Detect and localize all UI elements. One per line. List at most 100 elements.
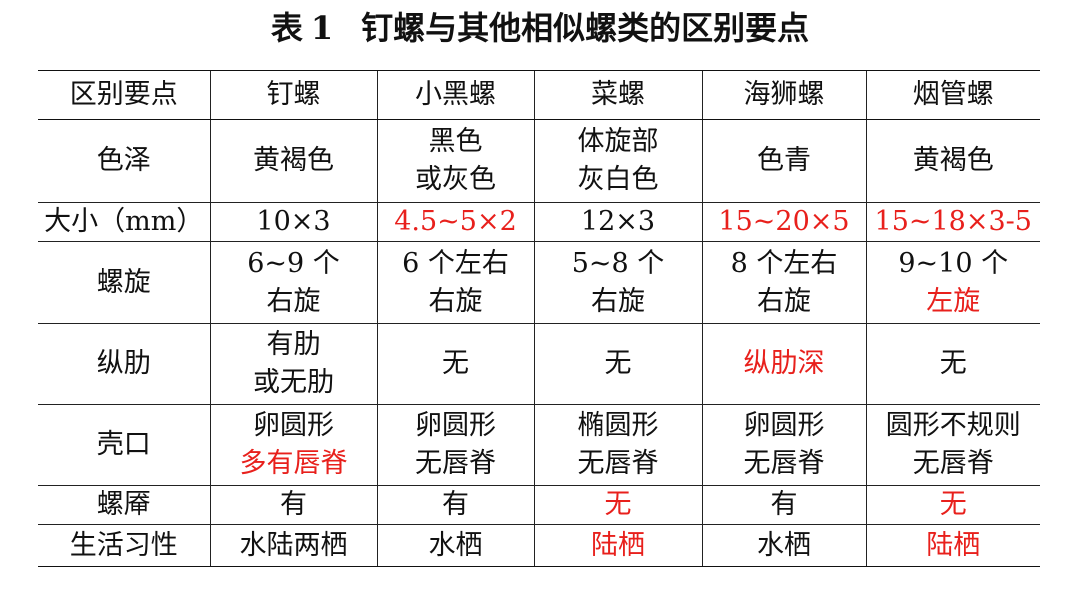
cell-line: 8 个左右: [730, 247, 838, 279]
cell-line: 卵圆形: [415, 410, 496, 441]
table-row: 大小（mm） 10×3 4.5~5×2 12×3 15~20×5 15~18×3…: [38, 202, 1040, 242]
cell-line: 有: [770, 489, 798, 520]
cell-line: 4.5~5×2: [394, 206, 517, 237]
table-cell: 6~9 个右旋: [209, 241, 377, 324]
cell-line: 无唇脊: [415, 448, 496, 479]
cell-line: 6~9 个: [247, 247, 340, 279]
table-cell: 水栖: [701, 524, 866, 567]
table-row: 纵肋 有肋或无肋 无 无 纵肋深 无: [38, 323, 1040, 405]
table-cell: 6 个左右右旋: [376, 241, 534, 324]
cell-line: 水栖: [757, 529, 811, 561]
table-row: 螺旋 6~9 个右旋 6 个左右右旋 5~8 个右旋 8 个左右右旋 9~10 …: [38, 241, 1040, 324]
cell-line: 或无肋: [253, 367, 334, 398]
cell-line: 圆形不规则: [885, 410, 1021, 441]
table-cell: 陆栖: [533, 524, 702, 567]
table-cell: 椭圆形无唇脊: [533, 404, 702, 486]
cell-line: 无唇脊: [743, 448, 825, 479]
cell-line: 9~10 个: [898, 247, 1009, 279]
cell-line: 无: [442, 348, 469, 379]
table-cell: 无: [865, 485, 1040, 525]
table-cell: 水栖: [376, 524, 534, 567]
title-text: 钉螺与其他相似螺类的区别要点: [361, 9, 810, 47]
table-cell: 体旋部灰白色: [533, 119, 702, 203]
cell-line: 水栖: [428, 529, 483, 561]
row-label: 色泽: [38, 119, 210, 203]
cell-line: 黑色: [428, 126, 483, 157]
table-header-row: 区别要点 钉螺 小黑螺 菜螺 海狮螺 烟管螺: [38, 70, 1040, 120]
table-cell: 水陆两栖: [209, 524, 377, 567]
cell-line: 无: [604, 348, 632, 379]
table-cell: 卵圆形无唇脊: [701, 404, 866, 486]
cell-line: 有肋: [266, 329, 321, 360]
table-row: 螺厣 有 有 无 有 无: [38, 485, 1040, 525]
cell-line: 灰白色: [577, 164, 659, 195]
cell-line: 黄褐色: [253, 145, 334, 176]
cell-line: 右旋: [428, 285, 483, 317]
cell-line: 无唇脊: [912, 448, 994, 479]
cell-line: 黄褐色: [912, 145, 994, 176]
table-cell: 有: [701, 485, 866, 525]
row-label: 壳口: [38, 404, 210, 486]
cell-line: 水陆两栖: [239, 529, 348, 561]
table-cell: 圆形不规则无唇脊: [865, 404, 1040, 486]
header-cell: 区别要点: [38, 70, 210, 120]
cell-line: 或灰色: [415, 164, 496, 195]
table-cell: 陆栖: [865, 524, 1040, 567]
cell-line: 纵肋深: [743, 348, 825, 379]
row-label: 纵肋: [38, 323, 210, 405]
cell-line: 无: [939, 348, 967, 379]
cell-line: 陆栖: [926, 529, 981, 561]
table-cell: 纵肋深: [701, 323, 866, 405]
table-cell: 无: [865, 323, 1040, 405]
table-cell: 8 个左右右旋: [701, 241, 866, 324]
table-row: 生活习性 水陆两栖 水栖 陆栖 水栖 陆栖: [38, 524, 1040, 567]
table-cell: 有肋或无肋: [209, 323, 377, 405]
cell-line: 无: [939, 489, 967, 520]
table-cell: 色青: [701, 119, 866, 203]
cell-line: 10×3: [256, 206, 331, 237]
table-cell: 卵圆形无唇脊: [376, 404, 534, 486]
table-row: 色泽 黄褐色 黑色或灰色 体旋部灰白色 色青 黄褐色: [38, 119, 1040, 203]
table-cell: 有: [209, 485, 377, 525]
header-cell: 菜螺: [533, 70, 702, 120]
table-cell: 卵圆形多有唇脊: [209, 404, 377, 486]
cell-line: 12×3: [580, 206, 656, 237]
table-cell: 无: [533, 323, 702, 405]
cell-line: 6 个左右: [402, 247, 509, 279]
table-cell: 无: [376, 323, 534, 405]
cell-line: 5~8 个: [571, 247, 665, 279]
table-cell: 10×3: [209, 202, 377, 242]
cell-line: 右旋: [266, 285, 321, 317]
header-cell: 烟管螺: [865, 70, 1040, 120]
table-cell: 有: [376, 485, 534, 525]
table-cell: 无: [533, 485, 702, 525]
row-label: 螺厣: [38, 485, 210, 525]
cell-line: 卵圆形: [743, 410, 825, 441]
table-cell: 12×3: [533, 202, 702, 242]
cell-line: 有: [280, 489, 307, 520]
cell-line: 右旋: [591, 285, 645, 317]
table-cell: 9~10 个左旋: [865, 241, 1040, 324]
cell-line: 卵圆形: [253, 410, 334, 441]
cell-line: 色青: [757, 145, 811, 176]
table-row: 壳口 卵圆形多有唇脊 卵圆形无唇脊 椭圆形无唇脊 卵圆形无唇脊 圆形不规则无唇脊: [38, 404, 1040, 486]
cell-line: 左旋: [926, 285, 981, 317]
row-label: 生活习性: [38, 524, 210, 567]
row-label: 大小（mm）: [38, 202, 210, 242]
title-number: 1: [310, 9, 334, 47]
comparison-table: 区别要点 钉螺 小黑螺 菜螺 海狮螺 烟管螺 色泽 黄褐色 黑色或灰色 体旋部灰…: [38, 70, 1040, 567]
header-cell: 海狮螺: [701, 70, 866, 120]
header-cell: 钉螺: [209, 70, 377, 120]
cell-line: 15~20×5: [718, 206, 850, 237]
row-label: 螺旋: [38, 241, 210, 324]
cell-line: 无唇脊: [577, 448, 659, 479]
table-cell: 15~20×5: [701, 202, 866, 242]
cell-line: 有: [442, 489, 469, 520]
table-cell: 15~18×3-5: [865, 202, 1040, 242]
cell-line: 右旋: [757, 285, 811, 317]
table-cell: 黄褐色: [865, 119, 1040, 203]
table-cell: 黑色或灰色: [376, 119, 534, 203]
cell-line: 椭圆形: [577, 410, 659, 441]
cell-line: 陆栖: [591, 529, 645, 561]
